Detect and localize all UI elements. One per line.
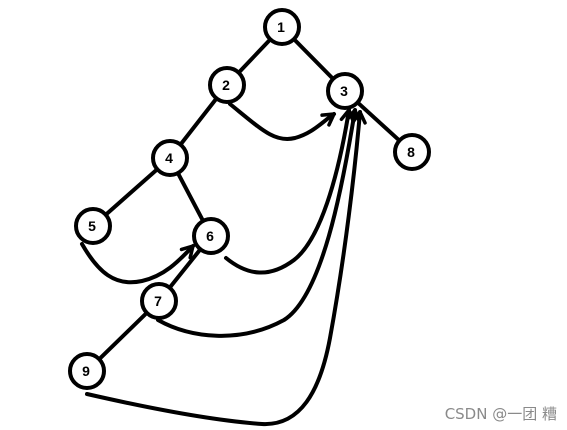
node-5: 5 bbox=[74, 207, 112, 245]
node-4: 4 bbox=[151, 139, 189, 177]
csdn-watermark: CSDN @一团 糟 bbox=[444, 405, 557, 423]
thread-arrow-7-3 bbox=[156, 108, 357, 338]
node-circle bbox=[192, 217, 230, 255]
tree-edge-1-3 bbox=[291, 37, 336, 81]
arrowhead-2-3 bbox=[320, 112, 336, 127]
node-circle bbox=[208, 66, 246, 104]
tree-edge-1-2 bbox=[236, 37, 273, 75]
thread-arrow-6-3 bbox=[224, 108, 351, 275]
tree-edge-3-8 bbox=[355, 100, 402, 143]
node-circle bbox=[68, 352, 106, 390]
tree-edge-4-6 bbox=[175, 171, 206, 223]
thread-arrows bbox=[80, 102, 367, 427]
node-label: 4 bbox=[165, 150, 173, 166]
node-label: 6 bbox=[206, 228, 214, 244]
node-6: 6 bbox=[192, 217, 230, 255]
tree-edge-7-9 bbox=[97, 310, 149, 362]
node-label: 5 bbox=[88, 218, 96, 234]
arrowhead-9-3 bbox=[351, 110, 367, 125]
node-8: 8 bbox=[393, 133, 431, 171]
tree-nodes: 1 2 3 4 5 6 7 8 9 bbox=[68, 8, 431, 390]
node-label: 9 bbox=[82, 363, 90, 379]
node-label: 1 bbox=[277, 19, 285, 35]
node-circle bbox=[326, 72, 364, 110]
node-9: 9 bbox=[68, 352, 106, 390]
node-label: 7 bbox=[154, 293, 162, 309]
tree-edge-2-4 bbox=[178, 96, 219, 147]
node-label: 2 bbox=[222, 77, 230, 93]
thread-arrow-2-3 bbox=[228, 102, 336, 142]
node-7: 7 bbox=[140, 282, 178, 320]
tree-edge-6-7 bbox=[167, 247, 203, 290]
tree-edge-4-5 bbox=[103, 167, 160, 217]
node-circle bbox=[263, 8, 301, 46]
thread-arrow-5-6 bbox=[80, 242, 195, 285]
node-label: 3 bbox=[340, 83, 348, 99]
node-circle bbox=[393, 133, 431, 171]
arrowhead-5-6 bbox=[179, 244, 195, 260]
node-label: 8 bbox=[407, 144, 415, 160]
node-1: 1 bbox=[263, 8, 301, 46]
thread-arrow-9-3 bbox=[85, 110, 362, 427]
node-2: 2 bbox=[208, 66, 246, 104]
node-circle bbox=[151, 139, 189, 177]
node-circle bbox=[74, 207, 112, 245]
node-3: 3 bbox=[326, 72, 364, 110]
node-circle bbox=[140, 282, 178, 320]
tree-edges bbox=[97, 37, 402, 362]
